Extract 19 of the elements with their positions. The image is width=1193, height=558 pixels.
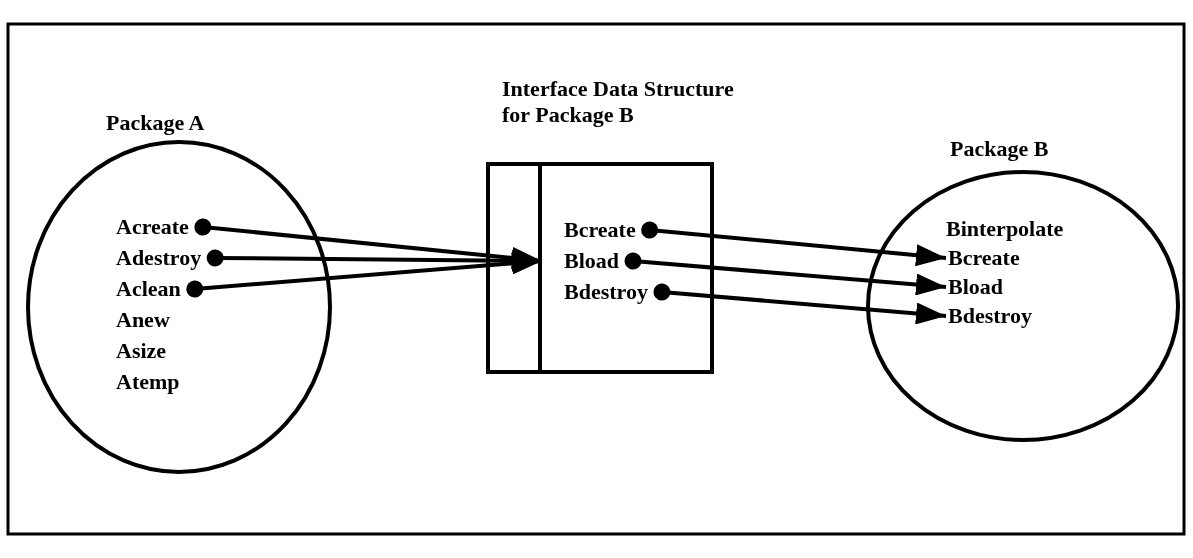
package-title: Interface Data Structure for Package B [502,76,735,128]
function-name: Binterpolate [946,216,1064,242]
arrow [641,221,947,267]
function-name: Bdestroy [946,303,1032,329]
package-title: Package A [106,110,205,136]
function-name: Asize [116,338,181,364]
function-name: Bcreate [542,217,650,243]
function-name: Acreate [116,214,203,240]
function-name: Bcreate [946,245,1020,271]
function-name: Bload [946,274,1004,300]
function-name: Anew [116,307,184,333]
function-name: Aclean [116,276,195,302]
arrow [624,252,947,296]
function-name: Bload [542,248,634,274]
function-name: Atemp [116,369,194,395]
function-name: Adestroy [116,245,216,271]
function-name: Bdestroy [542,279,662,305]
arrow [653,283,947,325]
package-title: Package B [950,136,1049,162]
